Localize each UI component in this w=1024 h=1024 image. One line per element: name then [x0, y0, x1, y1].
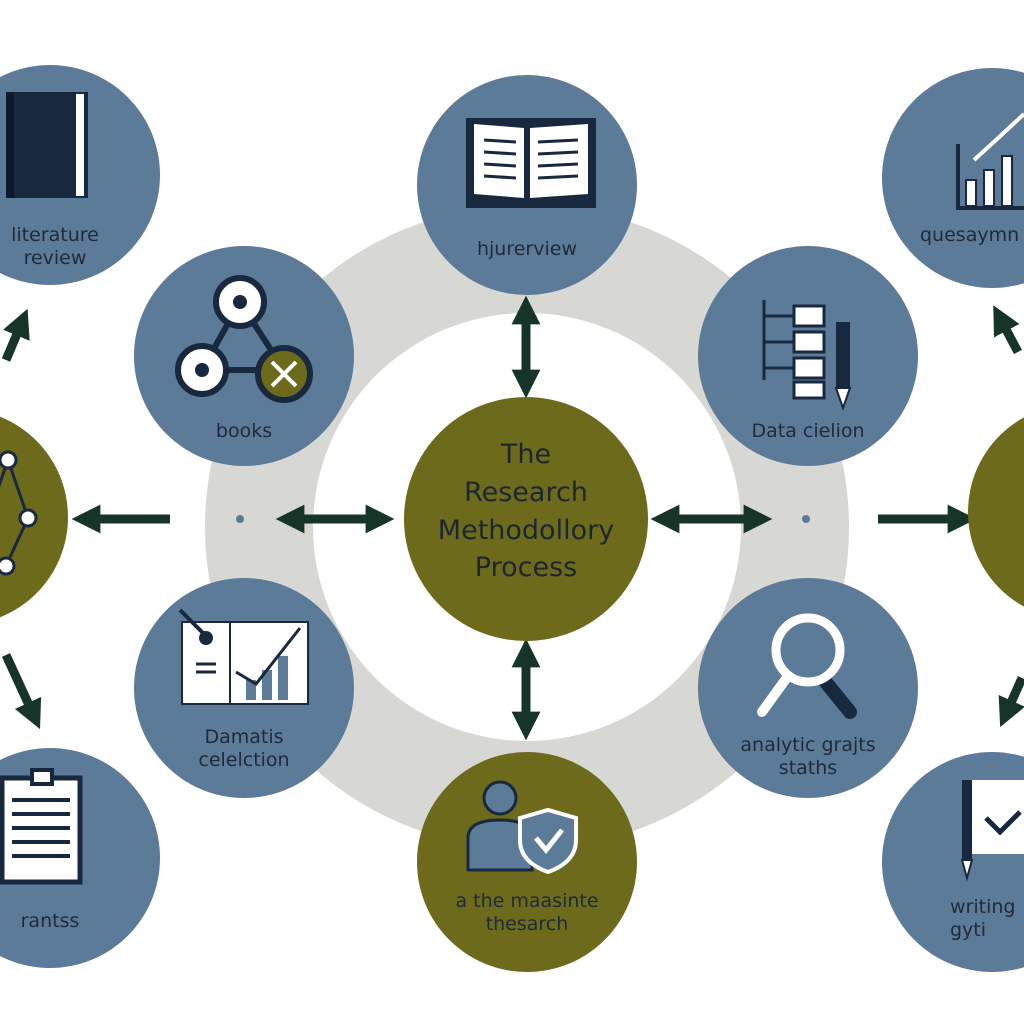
ring-dot-right — [802, 515, 810, 523]
center-node — [404, 397, 648, 641]
arrow-lower-right-diag — [998, 676, 1024, 728]
arrow-lower-left-diag — [1, 653, 42, 730]
node-outer-top-left-label: literature review — [11, 224, 99, 269]
node-lower-left-label: Damatis celelction — [198, 726, 290, 771]
node-upper-left — [134, 246, 354, 466]
open-book-icon — [466, 118, 596, 208]
ring-dot-left — [236, 515, 244, 523]
node-lower-right-label: analytic grajts staths — [740, 734, 876, 779]
node-bottom-label: a the maasinte thesarch — [455, 890, 599, 935]
flowchart-pen-icon — [762, 300, 852, 412]
center-node-label: The Research Methodollory Process — [437, 439, 615, 584]
clipboard-icon — [0, 768, 83, 885]
node-upper-right — [698, 246, 918, 466]
connector-arrows — [1, 295, 1024, 741]
magnifier-icon — [757, 613, 857, 719]
checklist-pen-icon — [960, 780, 1024, 882]
node-outer-bottom-left-label: rantss — [20, 910, 80, 932]
arrow-upper-right-diag — [993, 305, 1022, 355]
node-outer-top-right — [882, 68, 1024, 288]
node-outer-top-right-label: quesaymn — [920, 224, 1020, 246]
node-upper-right-label: Data cielion — [751, 420, 865, 442]
notebook-icon — [6, 92, 88, 198]
node-upper-left-label: books — [215, 420, 273, 442]
node-lower-right — [698, 578, 918, 798]
node-top-label: hjurerview — [476, 238, 577, 260]
growth-chart-icon — [956, 112, 1024, 210]
molecule-network-icon — [0, 450, 38, 576]
node-outer-bottom-right-label: writing gyti — [950, 896, 1016, 941]
arrow-upper-left-diag — [1, 308, 30, 362]
network-nodes-icon — [175, 275, 313, 403]
person-shield-icon — [466, 780, 578, 875]
node-outer-mid-right — [968, 417, 1024, 607]
chart-board-icon — [178, 608, 309, 705]
